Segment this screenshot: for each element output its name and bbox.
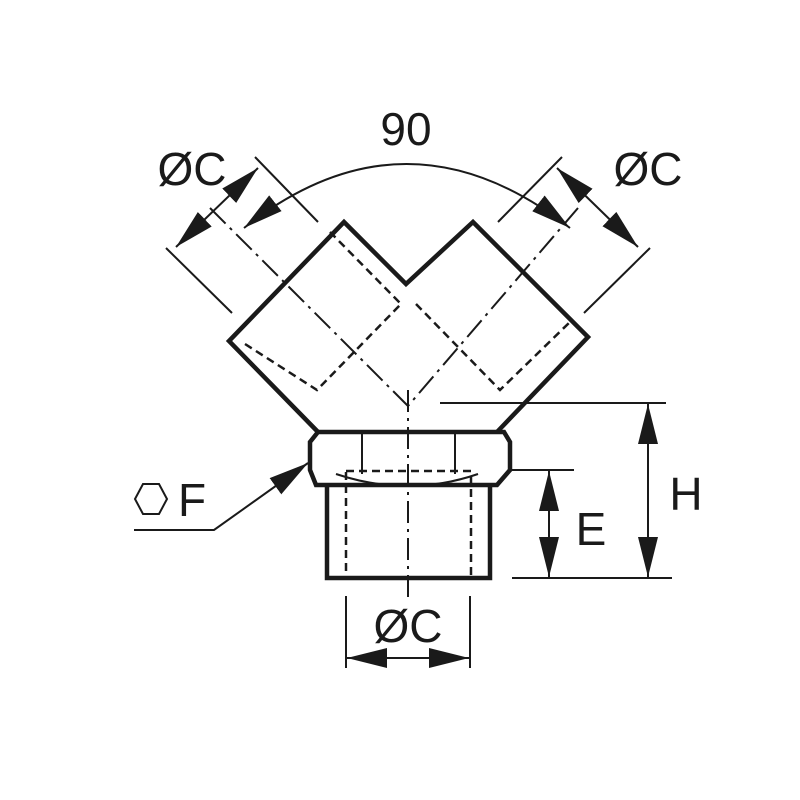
- left-branch-centerline: [209, 207, 409, 407]
- e-label: E: [576, 503, 607, 555]
- right-branch-centerline: [407, 207, 579, 407]
- h-label: H: [669, 468, 702, 520]
- left-diameter-dimension-line: [175, 167, 259, 248]
- left-diameter-extension-inner: [254, 156, 319, 223]
- right-diameter-label: ØC: [614, 143, 683, 195]
- left-diameter-label: ØC: [158, 143, 227, 195]
- bottom-bore-hidden: [344, 469, 473, 580]
- angle-dimension-arc: [243, 163, 571, 229]
- fitting-body-outline: [225, 218, 592, 434]
- hex-size-label: F: [178, 474, 206, 526]
- hexagon-icon: [133, 483, 169, 515]
- bottom-diameter-label: ØC: [374, 600, 443, 652]
- right-diameter-extension-inner: [497, 156, 563, 223]
- left-diameter-extension-outer: [165, 247, 233, 314]
- angle-label: 90: [380, 103, 431, 155]
- right-bore-hidden: [415, 249, 574, 392]
- right-diameter-dimension-line: [556, 167, 639, 248]
- hex-nut-outline: [307, 429, 513, 488]
- hex-leader-line: [134, 462, 309, 531]
- left-bore-hidden: [244, 231, 403, 392]
- right-diameter-extension-outer: [583, 247, 651, 314]
